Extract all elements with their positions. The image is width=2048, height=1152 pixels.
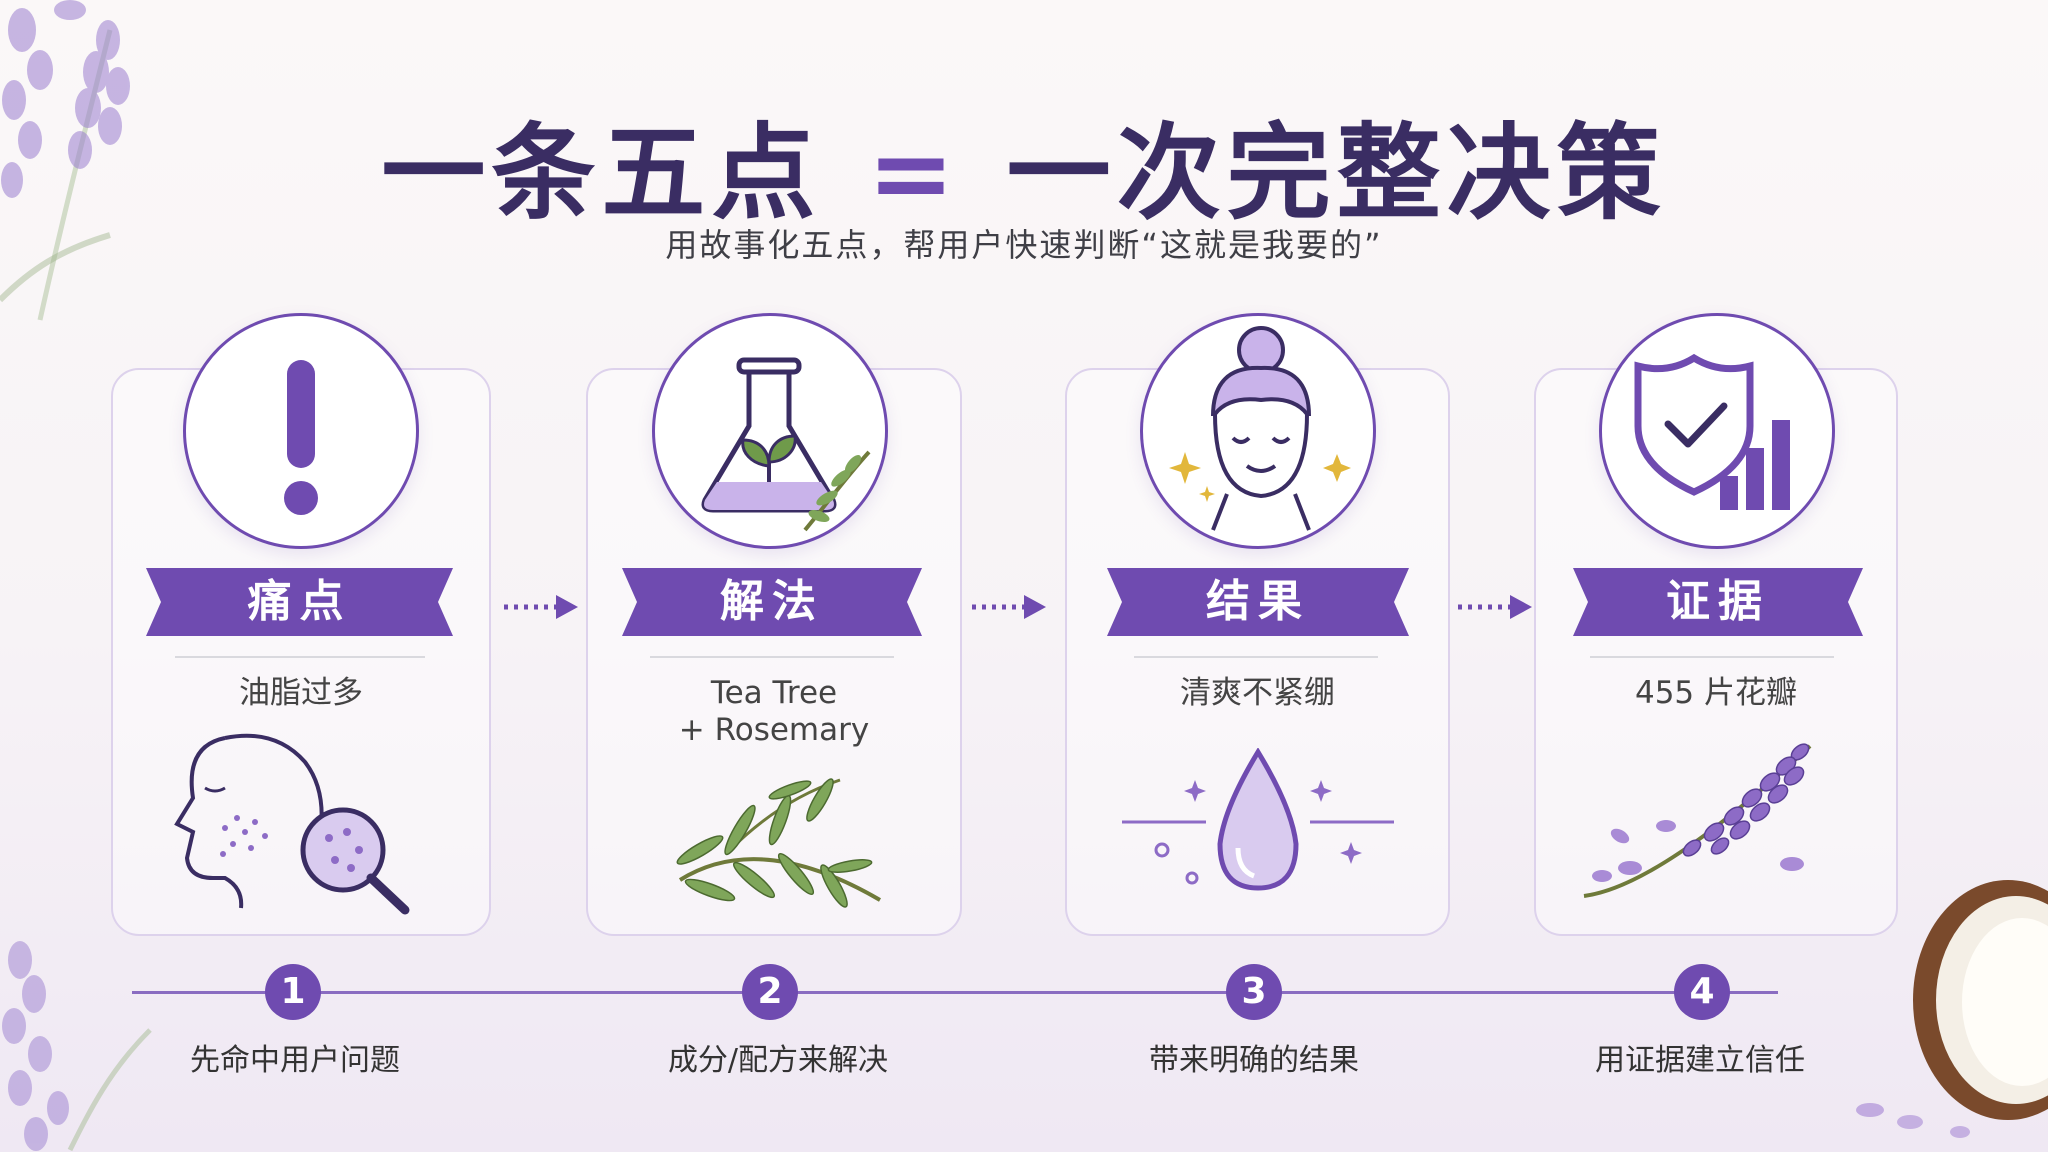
calm-face-icon	[1169, 326, 1351, 531]
divider	[1590, 656, 1834, 658]
step-caption: 带来明确的结果	[1149, 1043, 1359, 1078]
page-subtitle: 用故事化五点，帮用户快速判断“这就是我要的”	[665, 226, 1383, 264]
ribbon-shape	[1107, 568, 1409, 636]
divider	[650, 656, 894, 658]
lavender-sprig-illustration	[1583, 743, 1812, 898]
ribbon-shape	[1573, 568, 1863, 636]
step-caption: 用证据建立信任	[1595, 1043, 1805, 1078]
circle-result	[1140, 313, 1376, 549]
title-left: 一条五点	[381, 112, 822, 234]
petals-decoration	[1856, 1103, 1970, 1138]
card-description: Tea Tree + Rosemary	[678, 675, 870, 748]
lavender-decoration-bottom-left	[2, 941, 152, 1152]
circle-solution	[652, 313, 888, 549]
step-number: 2	[742, 964, 798, 1020]
equals-sign: =	[867, 112, 961, 234]
step-number: 1	[265, 964, 321, 1020]
face-pores-magnifier-illustration	[174, 733, 410, 915]
page-title: 一条五点 = 一次完整决策	[0, 88, 2048, 239]
circle-pain-point	[183, 313, 419, 549]
exclamation-icon	[284, 360, 318, 515]
circle-evidence	[1599, 313, 1835, 549]
card-label: 解法	[720, 576, 824, 627]
card-label: 痛点	[247, 576, 352, 627]
arrow-right-icon	[1458, 595, 1532, 619]
shield-check-chart-icon	[1634, 353, 1790, 510]
lavender-decoration-top-left	[0, 0, 130, 321]
timeline-line	[132, 991, 1778, 994]
card-description: 油脂过多	[239, 675, 363, 711]
divider	[175, 656, 425, 658]
step-caption: 成分/配方来解决	[667, 1043, 889, 1078]
card-description: 清爽不紧绷	[1180, 675, 1335, 711]
ribbon-solution: 解法	[622, 568, 922, 636]
card-label: 证据	[1666, 576, 1770, 627]
step-number: 4	[1674, 964, 1730, 1020]
arrow-right-icon	[504, 595, 578, 619]
step-caption: 先命中用户问题	[190, 1043, 400, 1078]
divider	[1134, 656, 1378, 658]
title-right: 一次完整决策	[1006, 112, 1667, 234]
flask-leaf-icon	[701, 357, 871, 532]
card-description: 455 片花瓣	[1634, 675, 1798, 711]
ribbon-result: 结果	[1107, 568, 1409, 636]
water-drop-illustration	[1122, 748, 1394, 891]
arrow-right-icon	[972, 595, 1046, 619]
ribbon-shape	[146, 568, 453, 636]
ribbon-evidence: 证据	[1573, 568, 1863, 636]
ribbon-shape	[622, 568, 922, 636]
ribbon-pain-point: 痛点	[146, 568, 453, 636]
step-number: 3	[1226, 964, 1282, 1020]
coconut-decoration	[1913, 880, 2048, 1120]
rosemary-sprig-illustration	[676, 778, 882, 908]
card-label: 结果	[1206, 576, 1310, 627]
